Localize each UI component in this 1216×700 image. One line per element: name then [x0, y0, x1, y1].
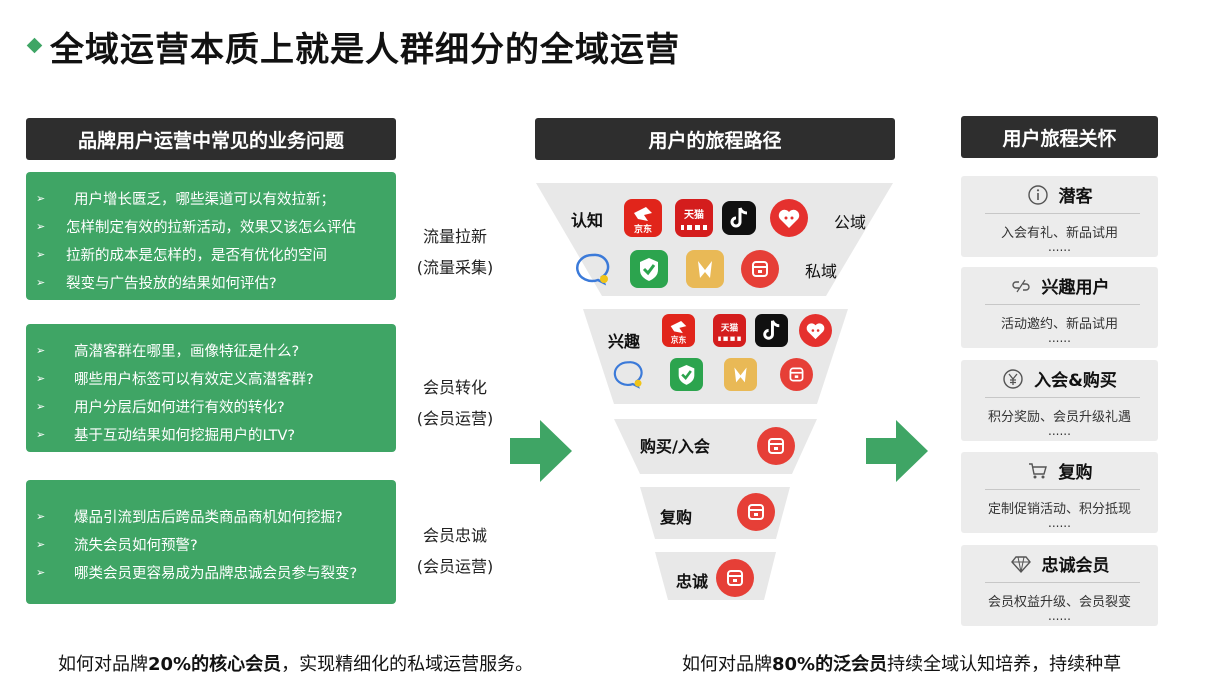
arrow-right-icon: [866, 420, 928, 482]
bullet-arrow-icon: ➢: [36, 509, 46, 523]
care-card-join-purchase: 入会&购买 积分奖励、会员升级礼遇 ......: [961, 360, 1158, 441]
bullet-arrow-icon: ➢: [36, 247, 46, 261]
question-item: ➢流失会员如何预警?: [36, 537, 198, 554]
mini-program-app-icon: [724, 358, 757, 391]
care-card-prospect: 潜客 入会有礼、新品试用 ......: [961, 176, 1158, 257]
divider: [985, 582, 1140, 583]
stage-label-loyalty: 会员忠诚 (会员运营): [416, 526, 494, 576]
bottom-caption-right: 如何对品牌80%的泛会员持续全域认知培养，持续种草: [682, 654, 1122, 675]
kuaishou-app-icon: [770, 199, 808, 237]
funnel-purchase-label: 购买/入会: [640, 437, 710, 456]
yuan-icon: [1002, 368, 1024, 390]
care-card-repurchase: 复购 定制促销活动、积分抵现 ......: [961, 452, 1158, 533]
wechat-pay-app-icon: [670, 358, 703, 391]
store-app-icon: [716, 559, 754, 597]
question-item: ➢基于互动结果如何挖掘用户的LTV?: [36, 427, 296, 444]
divider: [985, 213, 1140, 214]
cart-icon: [1027, 460, 1049, 482]
care-card-loyal-member: 忠诚会员 会员权益升级、会员裂变 ......: [961, 545, 1158, 626]
svg-text:京东: 京东: [671, 335, 687, 345]
bullet-arrow-icon: ➢: [36, 371, 46, 385]
question-item: ➢哪类会员更容易成为品牌忠诚会员参与裂变?: [36, 565, 358, 582]
bullet-arrow-icon: ➢: [36, 565, 46, 579]
funnel-interest-label: 兴趣: [608, 332, 641, 351]
question-group-loyalty: ➢爆品引流到店后跨品类商品商机如何挖掘? ➢流失会员如何预警? ➢哪类会员更容易…: [26, 480, 396, 604]
wechat-app-icon: [612, 358, 645, 391]
funnel-awareness-label: 认知: [571, 211, 604, 230]
care-card-interest: 兴趣用户 活动邀约、新品试用 ......: [961, 267, 1158, 348]
header-business-questions: 品牌用户运营中常见的业务问题: [26, 118, 396, 160]
bullet-arrow-icon: ➢: [36, 427, 46, 441]
tmall-app-icon: 天猫: [675, 199, 713, 237]
divider: [985, 397, 1140, 398]
question-item: ➢用户分层后如何进行有效的转化?: [36, 399, 285, 416]
diamond-icon: [1010, 553, 1032, 575]
question-item: ➢拉新的成本是怎样的，是否有优化的空间: [36, 247, 327, 264]
header-user-journey: 用户的旅程路径: [535, 118, 895, 160]
svg-text:天猫: 天猫: [721, 322, 739, 334]
question-item: ➢哪些用户标签可以有效定义高潜客群?: [36, 371, 314, 388]
stage-label-conversion: 会员转化 (会员运营): [416, 378, 494, 428]
jd-app-icon: 京东: [662, 314, 695, 347]
question-item: ➢爆品引流到店后跨品类商品商机如何挖掘?: [36, 509, 343, 526]
store-app-icon: [780, 358, 813, 391]
funnel-private-domain-label: 私域: [805, 262, 838, 281]
bullet-arrow-icon: ➢: [36, 275, 46, 289]
stage-label-acquisition: 流量拉新 (流量采集): [416, 227, 494, 277]
kuaishou-app-icon: [799, 314, 832, 347]
title-diamond-icon: [26, 37, 43, 54]
question-item: ➢高潜客群在哪里，画像特征是什么?: [36, 343, 300, 360]
bullet-arrow-icon: ➢: [36, 219, 46, 233]
funnel-repurchase-label: 复购: [660, 508, 693, 527]
bullet-arrow-icon: ➢: [36, 343, 46, 357]
svg-text:天猫: 天猫: [684, 208, 704, 221]
douyin-app-icon: [722, 201, 756, 235]
question-item: ➢用户增长匮乏，哪些渠道可以有效拉新；: [36, 191, 335, 208]
question-item: ➢怎样制定有效的拉新活动，效果又该怎么评估: [36, 219, 356, 236]
bullet-arrow-icon: ➢: [36, 399, 46, 413]
store-app-icon: [741, 250, 779, 288]
wechat-pay-app-icon: [630, 250, 668, 288]
arrow-right-icon: [510, 420, 572, 482]
mini-program-app-icon: [686, 250, 724, 288]
bottom-caption-left: 如何对品牌20%的核心会员，实现精细化的私域运营服务。: [58, 654, 534, 675]
bullet-arrow-icon: ➢: [36, 191, 46, 205]
bullet-arrow-icon: ➢: [36, 537, 46, 551]
divider: [985, 489, 1140, 490]
question-group-acquisition: ➢用户增长匮乏，哪些渠道可以有效拉新； ➢怎样制定有效的拉新活动，效果又该怎么评…: [26, 172, 396, 300]
link-icon: [1010, 275, 1032, 297]
jd-app-icon: 京东: [624, 199, 662, 237]
question-item: ➢裂变与广告投放的结果如何评估?: [36, 275, 277, 292]
info-icon: [1027, 184, 1049, 206]
svg-text:京东: 京东: [634, 223, 652, 235]
store-app-icon: [737, 493, 775, 531]
funnel-public-domain-label: 公域: [834, 213, 867, 232]
page-title: 全域运营本质上就是人群细分的全域运营: [50, 30, 680, 70]
store-app-icon: [757, 427, 795, 465]
tmall-app-icon: 天猫: [713, 314, 746, 347]
wechat-app-icon: [574, 250, 612, 288]
header-journey-care: 用户旅程关怀: [961, 116, 1158, 158]
funnel-loyalty-label: 忠诚: [676, 572, 709, 591]
douyin-app-icon: [755, 314, 788, 347]
question-group-conversion: ➢高潜客群在哪里，画像特征是什么? ➢哪些用户标签可以有效定义高潜客群? ➢用户…: [26, 324, 396, 452]
divider: [985, 304, 1140, 305]
